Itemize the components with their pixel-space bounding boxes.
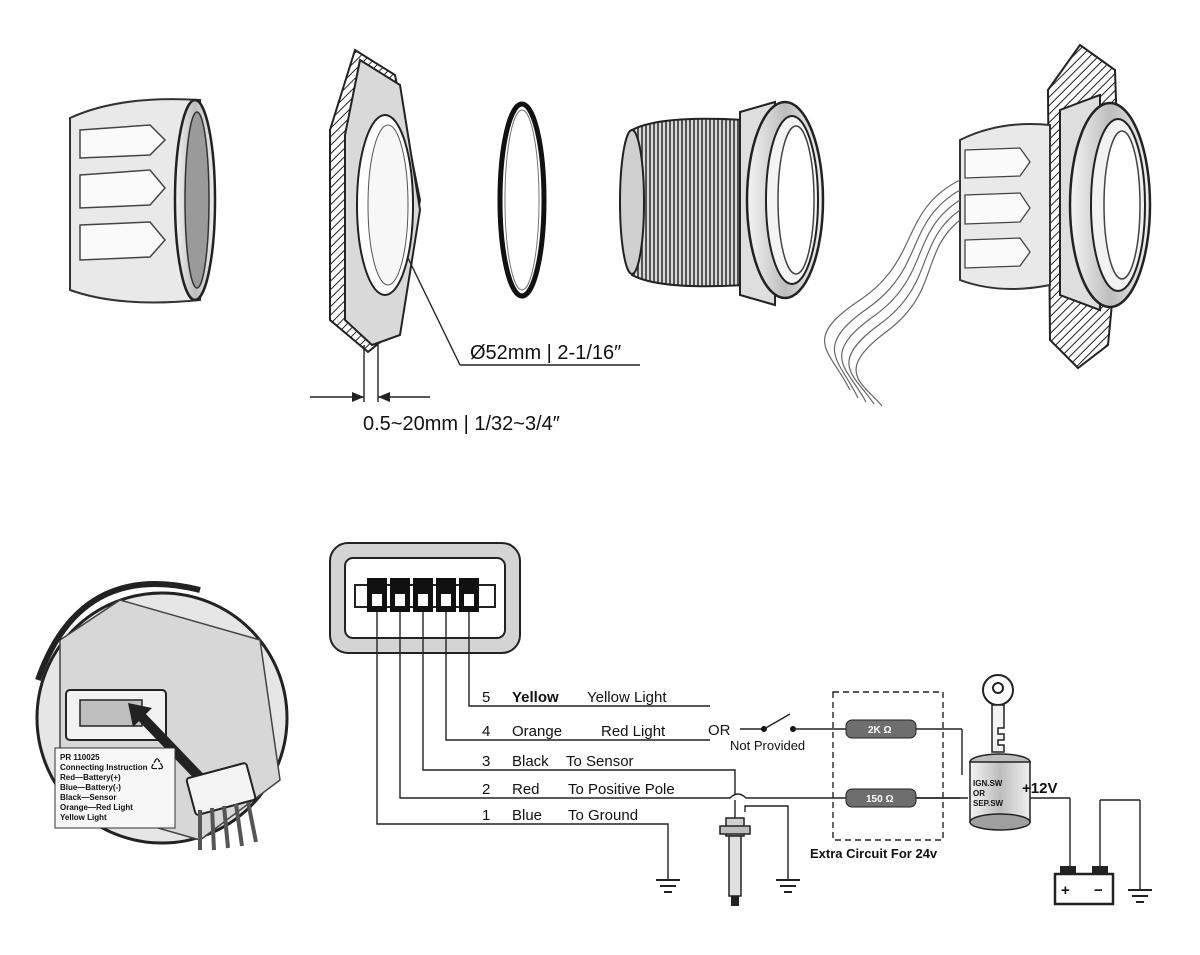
threaded-gauge-body-illustration [619,100,825,307]
or-label: OR [708,722,731,739]
wire-2-function: To Positive Pole [568,781,675,798]
battery-icon: + − [1053,866,1115,906]
hole-diameter-label: Ø52mm | 2-1/16″ [470,342,621,364]
mounting-nut-illustration [69,98,217,304]
wire-4-function: Red Light [601,723,666,740]
panel-thickness-label: 0.5~20mm | 1/32~3/4″ [363,413,560,435]
extra-circuit-box: 2K Ω 150 Ω Extra Circuit For 24v [810,691,968,861]
ignition-line-3: SEP.SW [973,799,1004,808]
label-line-1: Connecting Instruction [60,763,148,772]
wire-2-pin: 2 [482,781,490,798]
hole-diameter-callout: Ø52mm | 2-1/16″ [407,257,640,366]
connector-closeup: PR 110025 Connecting Instruction Red—Bat… [35,581,289,851]
resistor-150-value: 150 Ω [866,794,893,805]
extra-circuit-label: Extra Circuit For 24v [810,846,938,861]
wire-1-function: To Ground [568,807,638,824]
ground-symbol-2 [776,879,800,893]
wire-5-color: Yellow [512,689,559,706]
ignition-switch: IGN.SW OR SEP.SW [969,753,1031,831]
o-ring-illustration [497,101,547,299]
label-line-6: Yellow Light [60,813,107,822]
battery-minus: − [1094,882,1103,899]
wire-legend: 5 Yellow Yellow Light 4 Orange Red Light… [482,689,675,824]
label-line-4: Black—Sensor [60,793,116,802]
wire-5-pin: 5 [482,689,490,706]
wire-1-pin: 1 [482,807,490,824]
wire-5-function: Yellow Light [587,689,667,706]
label-code: PR 110025 [60,753,100,762]
resistor-2k-value: 2K Ω [868,725,892,736]
wire-2-color: Red [512,781,540,798]
sensor-illustration [719,800,789,906]
label-line-3: Blue—Battery(-) [60,783,121,792]
key-icon [982,674,1014,753]
wire-4-pin: 4 [482,723,490,740]
battery-plus: + [1061,882,1070,899]
wire-routing [376,612,960,880]
panel-bracket-illustration [329,48,422,354]
connector-block [329,542,521,654]
wire-1-color: Blue [512,807,542,824]
wire-3-color: Black [512,753,549,770]
ignition-line-2: OR [973,789,985,798]
label-line-2: Red—Battery(+) [60,773,121,782]
wire-4-color: Orange [512,723,562,740]
label-line-5: Orange—Red Light [60,803,133,812]
wire-3-function: To Sensor [566,753,634,770]
wire-3-pin: 3 [482,753,490,770]
recycle-icon: ♺ [150,757,164,774]
ignition-line-1: IGN.SW [973,779,1003,788]
supply-voltage-label: +12V [1022,780,1057,797]
ground-symbol-1 [656,879,680,893]
not-provided-label: Not Provided [730,738,805,753]
ground-symbol-3 [1128,800,1152,903]
panel-thickness-callout: 0.5~20mm | 1/32~3/4″ [310,345,560,435]
assembled-gauge-illustration [824,43,1152,407]
optional-switch: OR Not Provided [708,713,846,753]
